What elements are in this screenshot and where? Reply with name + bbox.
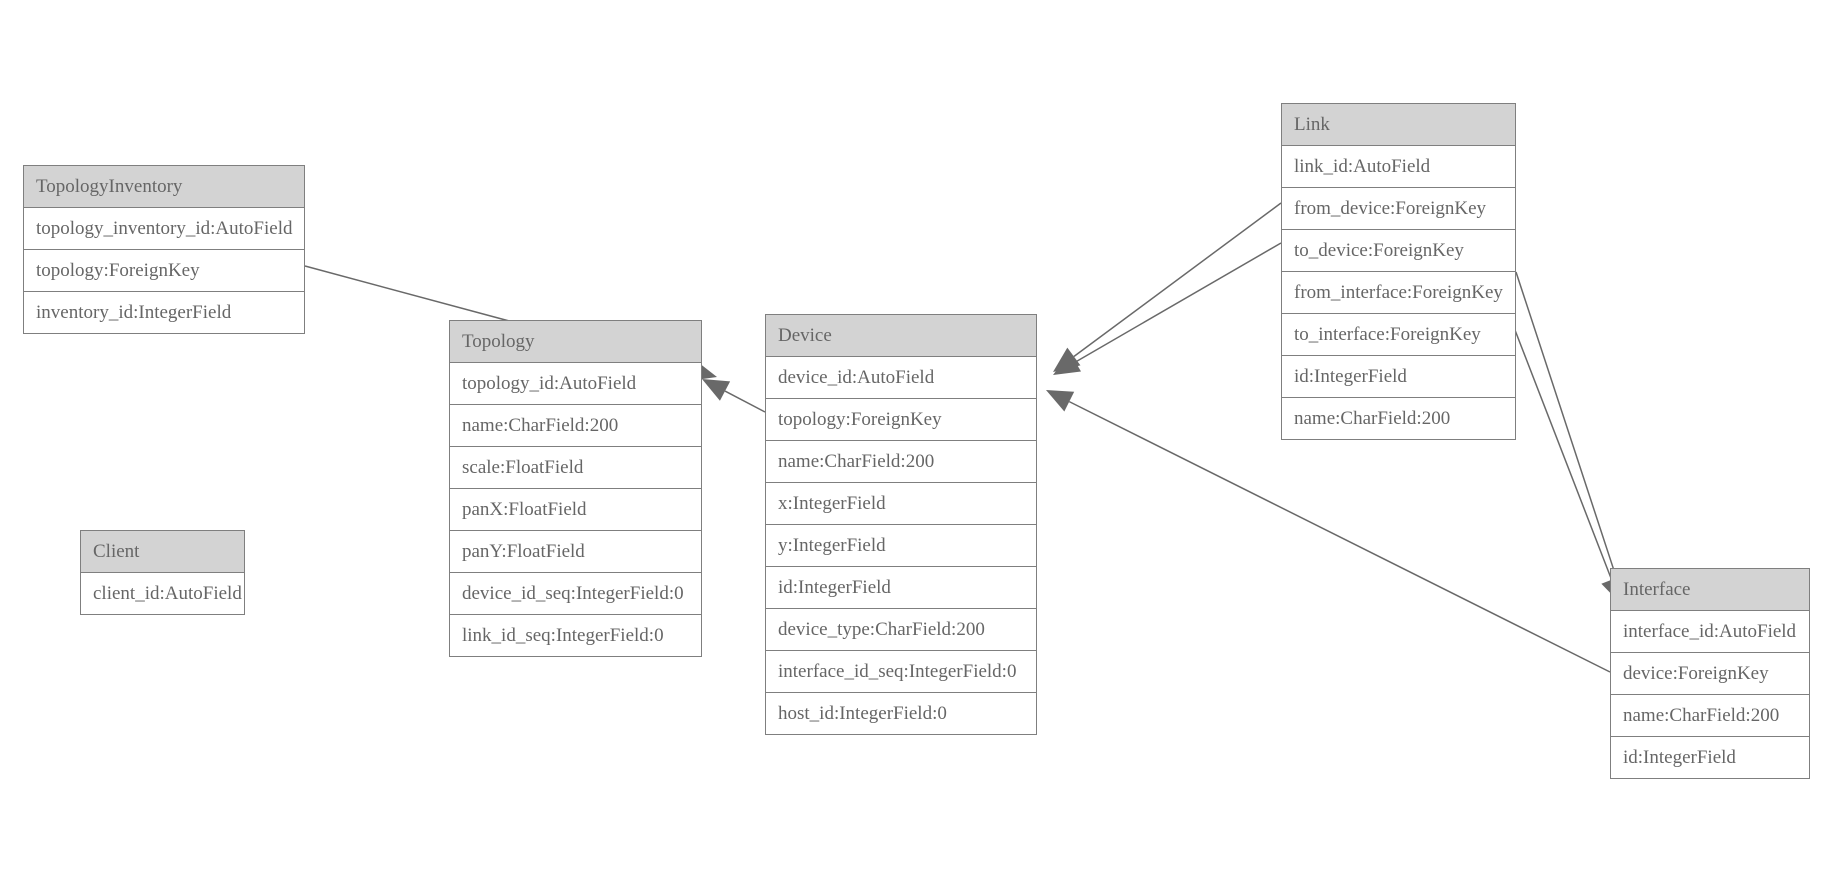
- relationship-line: [1073, 202, 1282, 358]
- entity-field-device-3: x:IntegerField: [766, 483, 1036, 525]
- entity-field-topology_inventory-0: topology_inventory_id:AutoField: [24, 208, 304, 250]
- relationship-rel-link-frominterface-interface: [1515, 271, 1628, 604]
- relationship-arrowhead: [1046, 390, 1075, 412]
- entity-title-topology: Topology: [450, 321, 701, 363]
- relationship-line: [724, 390, 766, 413]
- entity-field-topology-3: panX:FloatField: [450, 489, 701, 531]
- relationship-line: [1515, 271, 1618, 580]
- entity-field-topology_inventory-2: inventory_id:IntegerField: [24, 292, 304, 333]
- relationship-line: [1068, 400, 1611, 673]
- relationship-arrowhead: [1053, 352, 1082, 375]
- entity-field-link-3: from_interface:ForeignKey: [1282, 272, 1515, 314]
- entity-field-device-6: device_type:CharField:200: [766, 609, 1036, 651]
- entity-field-interface-2: name:CharField:200: [1611, 695, 1809, 737]
- relationship-arrowhead: [1053, 347, 1081, 372]
- relationship-line: [1075, 242, 1282, 363]
- relationship-rel-device-topology: [702, 379, 766, 413]
- entity-field-topology-5: device_id_seq:IntegerField:0: [450, 573, 701, 615]
- entity-field-topology-0: topology_id:AutoField: [450, 363, 701, 405]
- entity-title-topology_inventory: TopologyInventory: [24, 166, 304, 208]
- entity-field-topology-6: link_id_seq:IntegerField:0: [450, 615, 701, 656]
- entity-field-link-4: to_interface:ForeignKey: [1282, 314, 1515, 356]
- entity-field-device-8: host_id:IntegerField:0: [766, 693, 1036, 734]
- entity-field-topology-4: panY:FloatField: [450, 531, 701, 573]
- entity-field-device-4: y:IntegerField: [766, 525, 1036, 567]
- entity-field-device-0: device_id:AutoField: [766, 357, 1036, 399]
- entity-title-device: Device: [766, 315, 1036, 357]
- entity-field-link-2: to_device:ForeignKey: [1282, 230, 1515, 272]
- relationship-line: [1507, 311, 1613, 581]
- entity-title-interface: Interface: [1611, 569, 1809, 611]
- entity-field-interface-0: interface_id:AutoField: [1611, 611, 1809, 653]
- entity-field-device-2: name:CharField:200: [766, 441, 1036, 483]
- entity-field-client-0: client_id:AutoField: [81, 573, 244, 614]
- entity-field-device-1: topology:ForeignKey: [766, 399, 1036, 441]
- entity-field-link-5: id:IntegerField: [1282, 356, 1515, 398]
- entity-field-link-1: from_device:ForeignKey: [1282, 188, 1515, 230]
- entity-field-topology-2: scale:FloatField: [450, 447, 701, 489]
- relationship-rel-link-fromdevice-device: [1053, 202, 1282, 372]
- entity-field-topology_inventory-1: topology:ForeignKey: [24, 250, 304, 292]
- entity-field-link-0: link_id:AutoField: [1282, 146, 1515, 188]
- entity-title-link: Link: [1282, 104, 1515, 146]
- entity-field-topology-1: name:CharField:200: [450, 405, 701, 447]
- entity-field-interface-1: device:ForeignKey: [1611, 653, 1809, 695]
- entity-field-link-6: name:CharField:200: [1282, 398, 1515, 439]
- entity-field-device-7: interface_id_seq:IntegerField:0: [766, 651, 1036, 693]
- relationship-rel-link-tointerface-interface: [1507, 311, 1622, 604]
- entity-title-client: Client: [81, 531, 244, 573]
- entity-field-interface-3: id:IntegerField: [1611, 737, 1809, 778]
- entity-field-device-5: id:IntegerField: [766, 567, 1036, 609]
- relationship-rel-link-todevice-device: [1053, 242, 1282, 375]
- relationship-arrowhead: [702, 379, 731, 401]
